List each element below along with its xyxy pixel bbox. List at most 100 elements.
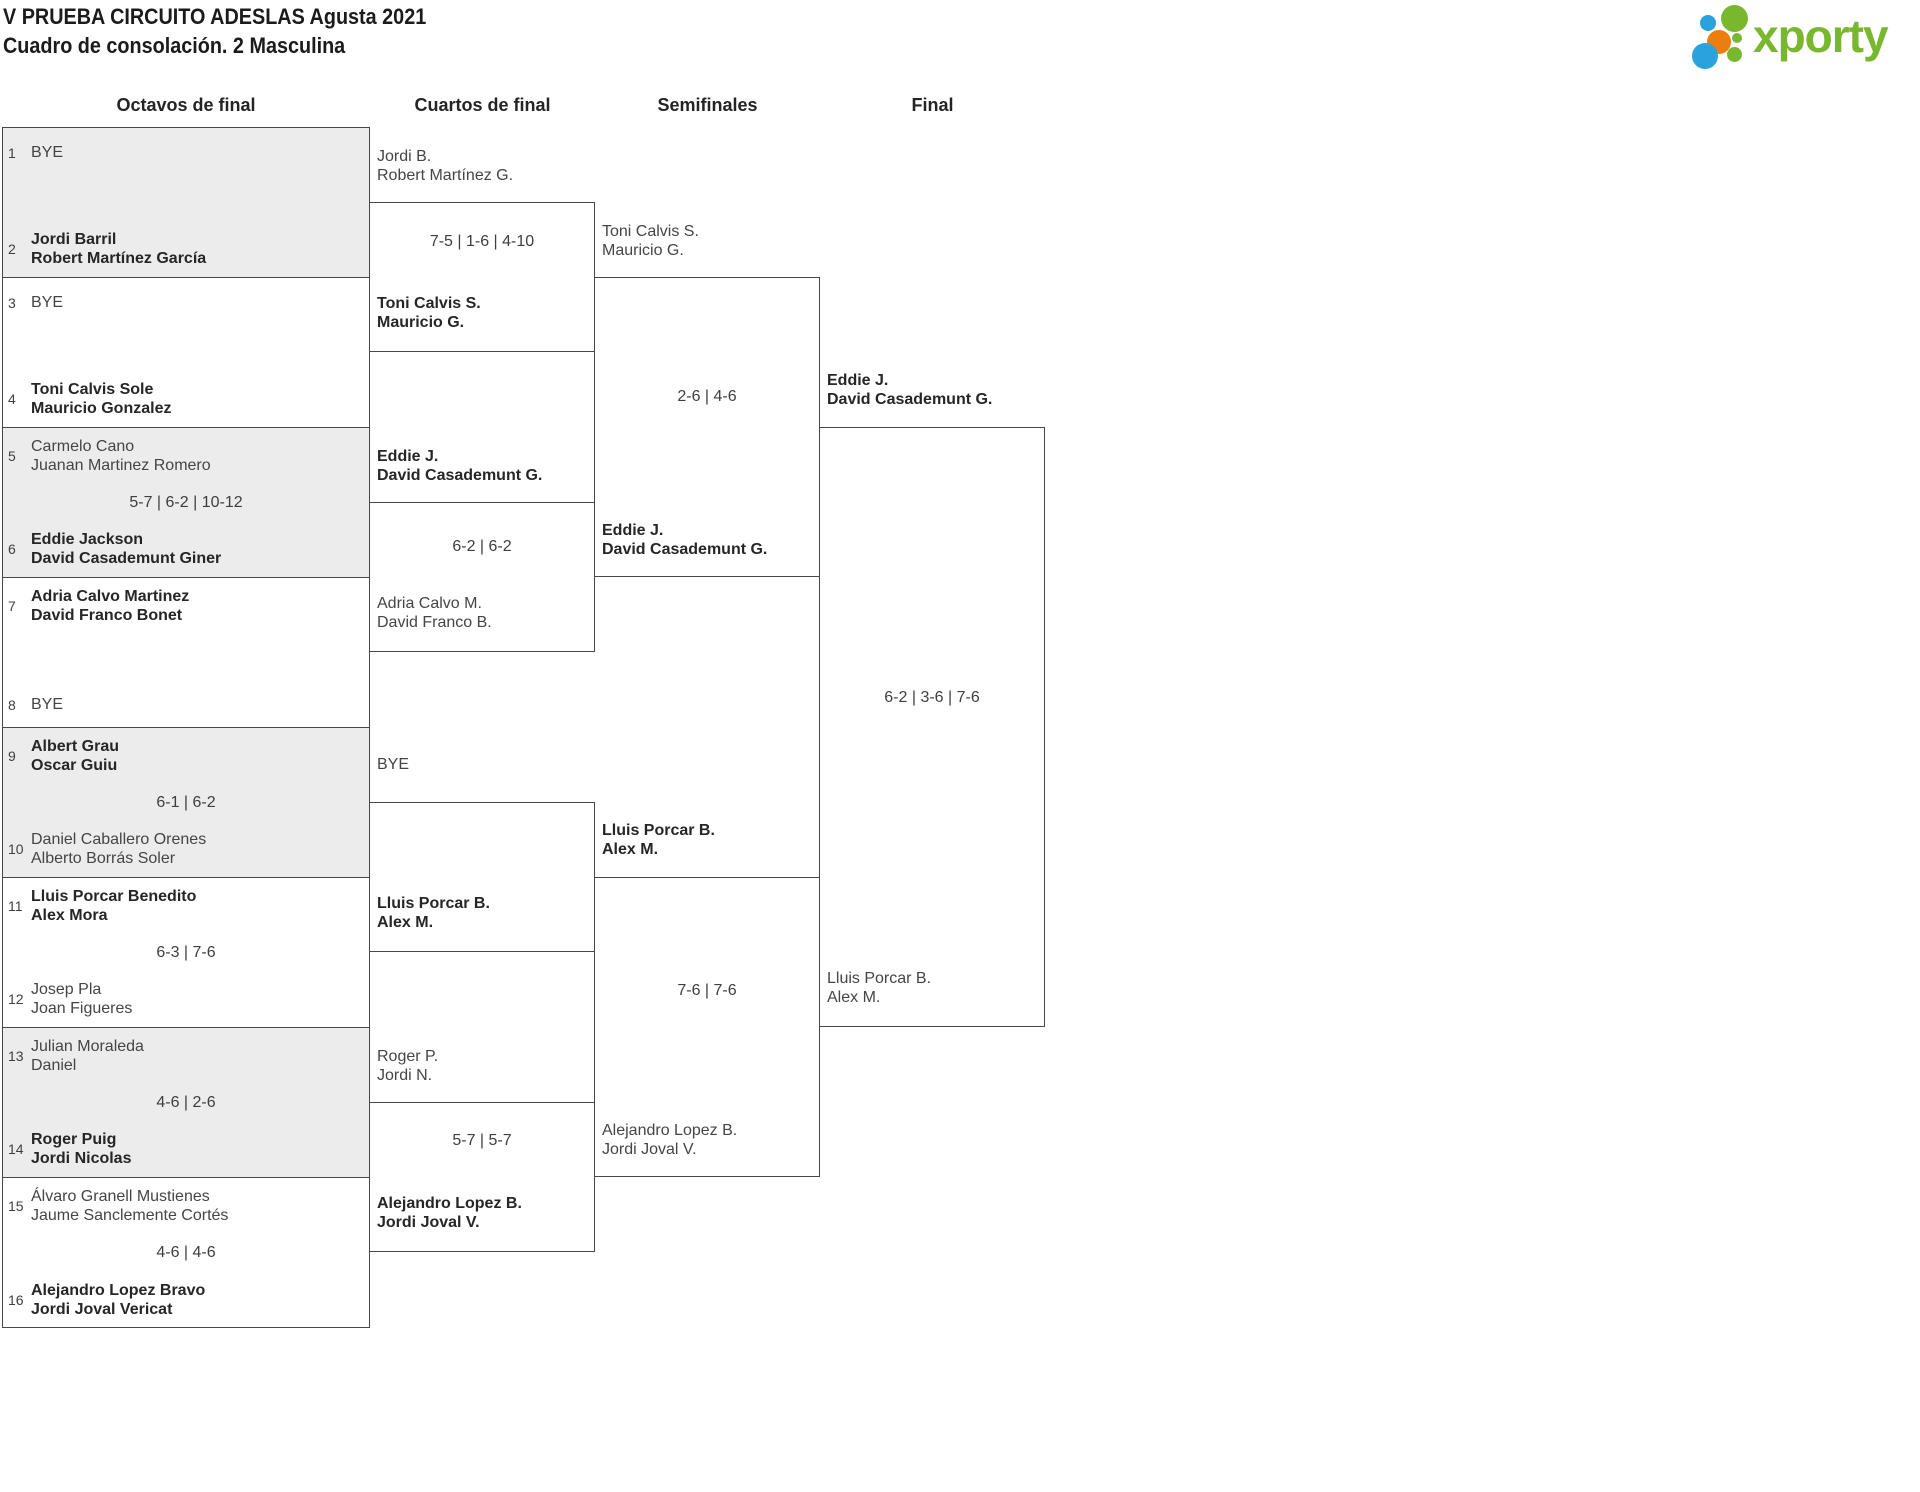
player-name: Julian Moraleda (31, 1038, 144, 1055)
player-name: David Casademunt G. (602, 541, 768, 558)
player-name: Toni Calvis S. (377, 295, 481, 312)
r16-pair-box: 15 Álvaro Granell Mustienes Jaume Sancle… (3, 1178, 369, 1328)
player-name: Mauricio G. (602, 242, 684, 259)
team-label: Toni Calvis S. Mauricio G. (377, 294, 481, 332)
sf-match-box (594, 877, 820, 1177)
player-name: Jaume Sanclemente Cortés (31, 1207, 229, 1224)
bracket-entry: 11 Lluis Porcar Benedito Alex Mora (3, 887, 369, 925)
seed-number: 15 (8, 1198, 24, 1214)
round-header-final: Final (911, 95, 954, 115)
round-of-16-column: 1 BYE 2 Jordi Barril Robert Martínez Gar… (2, 127, 370, 1328)
player-name: Daniel (31, 1057, 77, 1074)
bracket-entry: 4 Toni Calvis Sole Mauricio Gonzalez (3, 380, 369, 418)
player-name: Jordi Barril (31, 231, 117, 248)
seed-number: 10 (8, 841, 24, 857)
team-label: Jordi B. Robert Martínez G. (377, 147, 513, 185)
player-name: David Franco Bonet (31, 607, 183, 624)
player-name: Jordi Nicolas (31, 1150, 132, 1167)
team-label: BYE (377, 755, 409, 774)
match-score: 7-5 | 1-6 | 4-10 (429, 233, 535, 250)
player-name: Eddie Jackson (31, 531, 144, 548)
logo-dot-icon (1727, 47, 1742, 62)
player-name: Joan Figueres (31, 1000, 133, 1017)
player-name: Robert Martínez García (31, 250, 207, 267)
player-name: Daniel Caballero Orenes (31, 831, 207, 848)
player-name: Oscar Guiu (31, 757, 118, 774)
logo-dot-icon (1732, 33, 1742, 43)
bracket-entry: 14 Roger Puig Jordi Nicolas (3, 1130, 369, 1168)
bracket-entry: 10 Daniel Caballero Orenes Alberto Borrá… (3, 830, 369, 868)
bracket-entry: 16 Alejandro Lopez Bravo Jordi Joval Ver… (3, 1281, 369, 1319)
xporty-logo[interactable]: xporty (1690, 0, 1920, 78)
page-title: V PRUEBA CIRCUITO ADESLAS Agusta 2021 Cu… (3, 2, 426, 60)
bracket-entry: 15 Álvaro Granell Mustienes Jaume Sancle… (3, 1187, 369, 1225)
round-header-cuartos: Cuartos de final (414, 95, 551, 115)
match-score: 5-7 | 6-2 | 10-12 (129, 494, 243, 511)
seed-number: 12 (8, 991, 24, 1007)
player-name: Robert Martínez G. (377, 167, 514, 184)
player-name: Roger P. (377, 1048, 439, 1065)
seed-number: 1 (8, 144, 16, 161)
player-name: Lluis Porcar B. (602, 822, 715, 839)
match-score: 6-2 | 3-6 | 7-6 (884, 689, 980, 706)
team-label: Eddie J. David Casademunt G. (377, 447, 542, 485)
player-name: Lluis Porcar B. (827, 970, 932, 987)
player-name: Álvaro Granell Mustienes (31, 1188, 210, 1205)
player-name: Alejandro Lopez B. (377, 1195, 522, 1212)
round-header-semifinales: Semifinales (657, 95, 758, 115)
match-score: 6-2 | 6-2 (452, 538, 512, 555)
match-score: 5-7 | 5-7 (452, 1132, 512, 1149)
seed-number: 14 (8, 1141, 24, 1157)
qf-match-box (369, 1102, 595, 1252)
tournament-title: V PRUEBA CIRCUITO ADESLAS Agusta 2021 (3, 4, 427, 29)
player-name: David Casademunt G. (377, 467, 543, 484)
bracket-entry: 7 Adria Calvo Martinez David Franco Bone… (3, 587, 369, 625)
player-name: BYE (377, 756, 410, 773)
seed-number: 7 (8, 598, 16, 614)
player-name: David Casademunt Giner (31, 550, 222, 567)
player-name: Adria Calvo Martinez (31, 588, 190, 605)
team-label: Alejandro Lopez B. Jordi Joval V. (377, 1194, 522, 1232)
r16-pair-box: 5 Carmelo Cano Juanan Martinez Romero 5-… (3, 428, 369, 578)
r16-pair-box: 13 Julian Moraleda Daniel 4-6 | 2-6 14 R… (3, 1028, 369, 1178)
player-name: Adria Calvo M. (377, 595, 482, 612)
player-name: Alex M. (827, 989, 881, 1006)
player-name: Jordi N. (377, 1067, 433, 1084)
seed-number: 16 (8, 1292, 24, 1308)
player-name: Carmelo Cano (31, 438, 135, 455)
seed-number: 13 (8, 1048, 24, 1064)
player-name: BYE (31, 696, 64, 713)
seed-number: 11 (8, 898, 23, 914)
team-label: Eddie J. David Casademunt G. (602, 521, 767, 559)
team-label: Roger P. Jordi N. (377, 1047, 438, 1085)
r16-pair-box: 1 BYE 2 Jordi Barril Robert Martínez Gar… (3, 128, 369, 278)
qf-match-box (369, 502, 595, 652)
team-label: Alejandro Lopez B. Jordi Joval V. (602, 1121, 737, 1159)
player-name: Josep Pla (31, 981, 102, 998)
seed-number: 6 (8, 541, 16, 557)
player-name: Jordi Joval V. (377, 1214, 480, 1231)
player-name: BYE (31, 294, 64, 311)
team-label: Lluis Porcar B. Alex M. (827, 969, 931, 1007)
round-header-octavos: Octavos de final (116, 95, 256, 115)
bracket-entry: 2 Jordi Barril Robert Martínez García (3, 230, 369, 268)
player-name: Jordi Joval V. (602, 1141, 697, 1158)
r16-pair-box: 3 BYE 4 Toni Calvis Sole Mauricio Gonzal… (3, 278, 369, 428)
player-name: Albert Grau (31, 738, 120, 755)
logo-dot-icon (1721, 5, 1748, 32)
bracket-entry: 12 Josep Pla Joan Figueres (3, 980, 369, 1018)
r16-pair-box: 11 Lluis Porcar Benedito Alex Mora 6-3 |… (3, 878, 369, 1028)
player-name: David Franco B. (377, 614, 492, 631)
player-name: Juanan Martinez Romero (31, 457, 211, 474)
match-score: 4-6 | 4-6 (156, 1244, 216, 1261)
player-name: BYE (31, 144, 64, 161)
seed-number: 5 (8, 448, 16, 464)
bracket-entry: 8 BYE (3, 695, 369, 714)
bracket-entry: 1 BYE (3, 143, 369, 162)
player-name: Toni Calvis S. (602, 223, 699, 240)
r16-pair-box: 7 Adria Calvo Martinez David Franco Bone… (3, 578, 369, 728)
seed-number: 8 (8, 696, 16, 713)
bracket-entry: 13 Julian Moraleda Daniel (3, 1037, 369, 1075)
team-label: Adria Calvo M. David Franco B. (377, 594, 492, 632)
